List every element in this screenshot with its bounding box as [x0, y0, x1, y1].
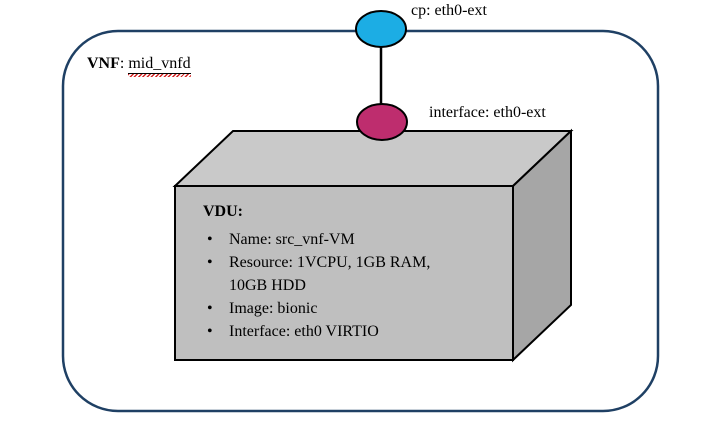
- vdu-item-image-text: Image: bionic: [229, 300, 318, 317]
- bullet-icon: •: [207, 300, 213, 317]
- vdu-item-resource-text: Resource: 1VCPU, 1GB RAM, 10GB HDD: [229, 254, 431, 294]
- vdu-text-block: VDU: • Name: src_vnf-VM • Resource: 1VCPU,…: [203, 201, 471, 343]
- cp-node: [355, 10, 407, 48]
- vnf-label-prefix: VNF: [87, 55, 120, 72]
- vdu-item-name-text: Name: src_vnf-VM: [229, 231, 355, 248]
- vdu-box-front-face: [174, 185, 514, 361]
- bullet-icon: •: [207, 231, 213, 248]
- vdu-title: VDU:: [203, 203, 243, 220]
- bullet-icon: •: [207, 323, 213, 340]
- vnf-label: VNF: mid_vnfd: [87, 55, 191, 74]
- vdu-item-interface-text: Interface: eth0 VIRTIO: [229, 323, 379, 340]
- vdu-list-item-image: • Image: bionic: [203, 297, 471, 320]
- bullet-icon: •: [207, 254, 213, 271]
- vdu-list-item-name: • Name: src_vnf-VM: [203, 228, 471, 251]
- vdu-list-item-resource: • Resource: 1VCPU, 1GB RAM, 10GB HDD: [203, 251, 471, 297]
- interface-label: interface: eth0-ext: [429, 104, 546, 121]
- vdu-list-item-interface: • Interface: eth0 VIRTIO: [203, 320, 471, 343]
- cp-label: cp: eth0-ext: [411, 2, 487, 19]
- vnf-name: mid_vnfd: [128, 55, 191, 74]
- vnf-label-separator: :: [119, 55, 129, 72]
- vdu-list: • Name: src_vnf-VM • Resource: 1VCPU, 1GB …: [203, 228, 471, 343]
- interface-node: [356, 103, 408, 141]
